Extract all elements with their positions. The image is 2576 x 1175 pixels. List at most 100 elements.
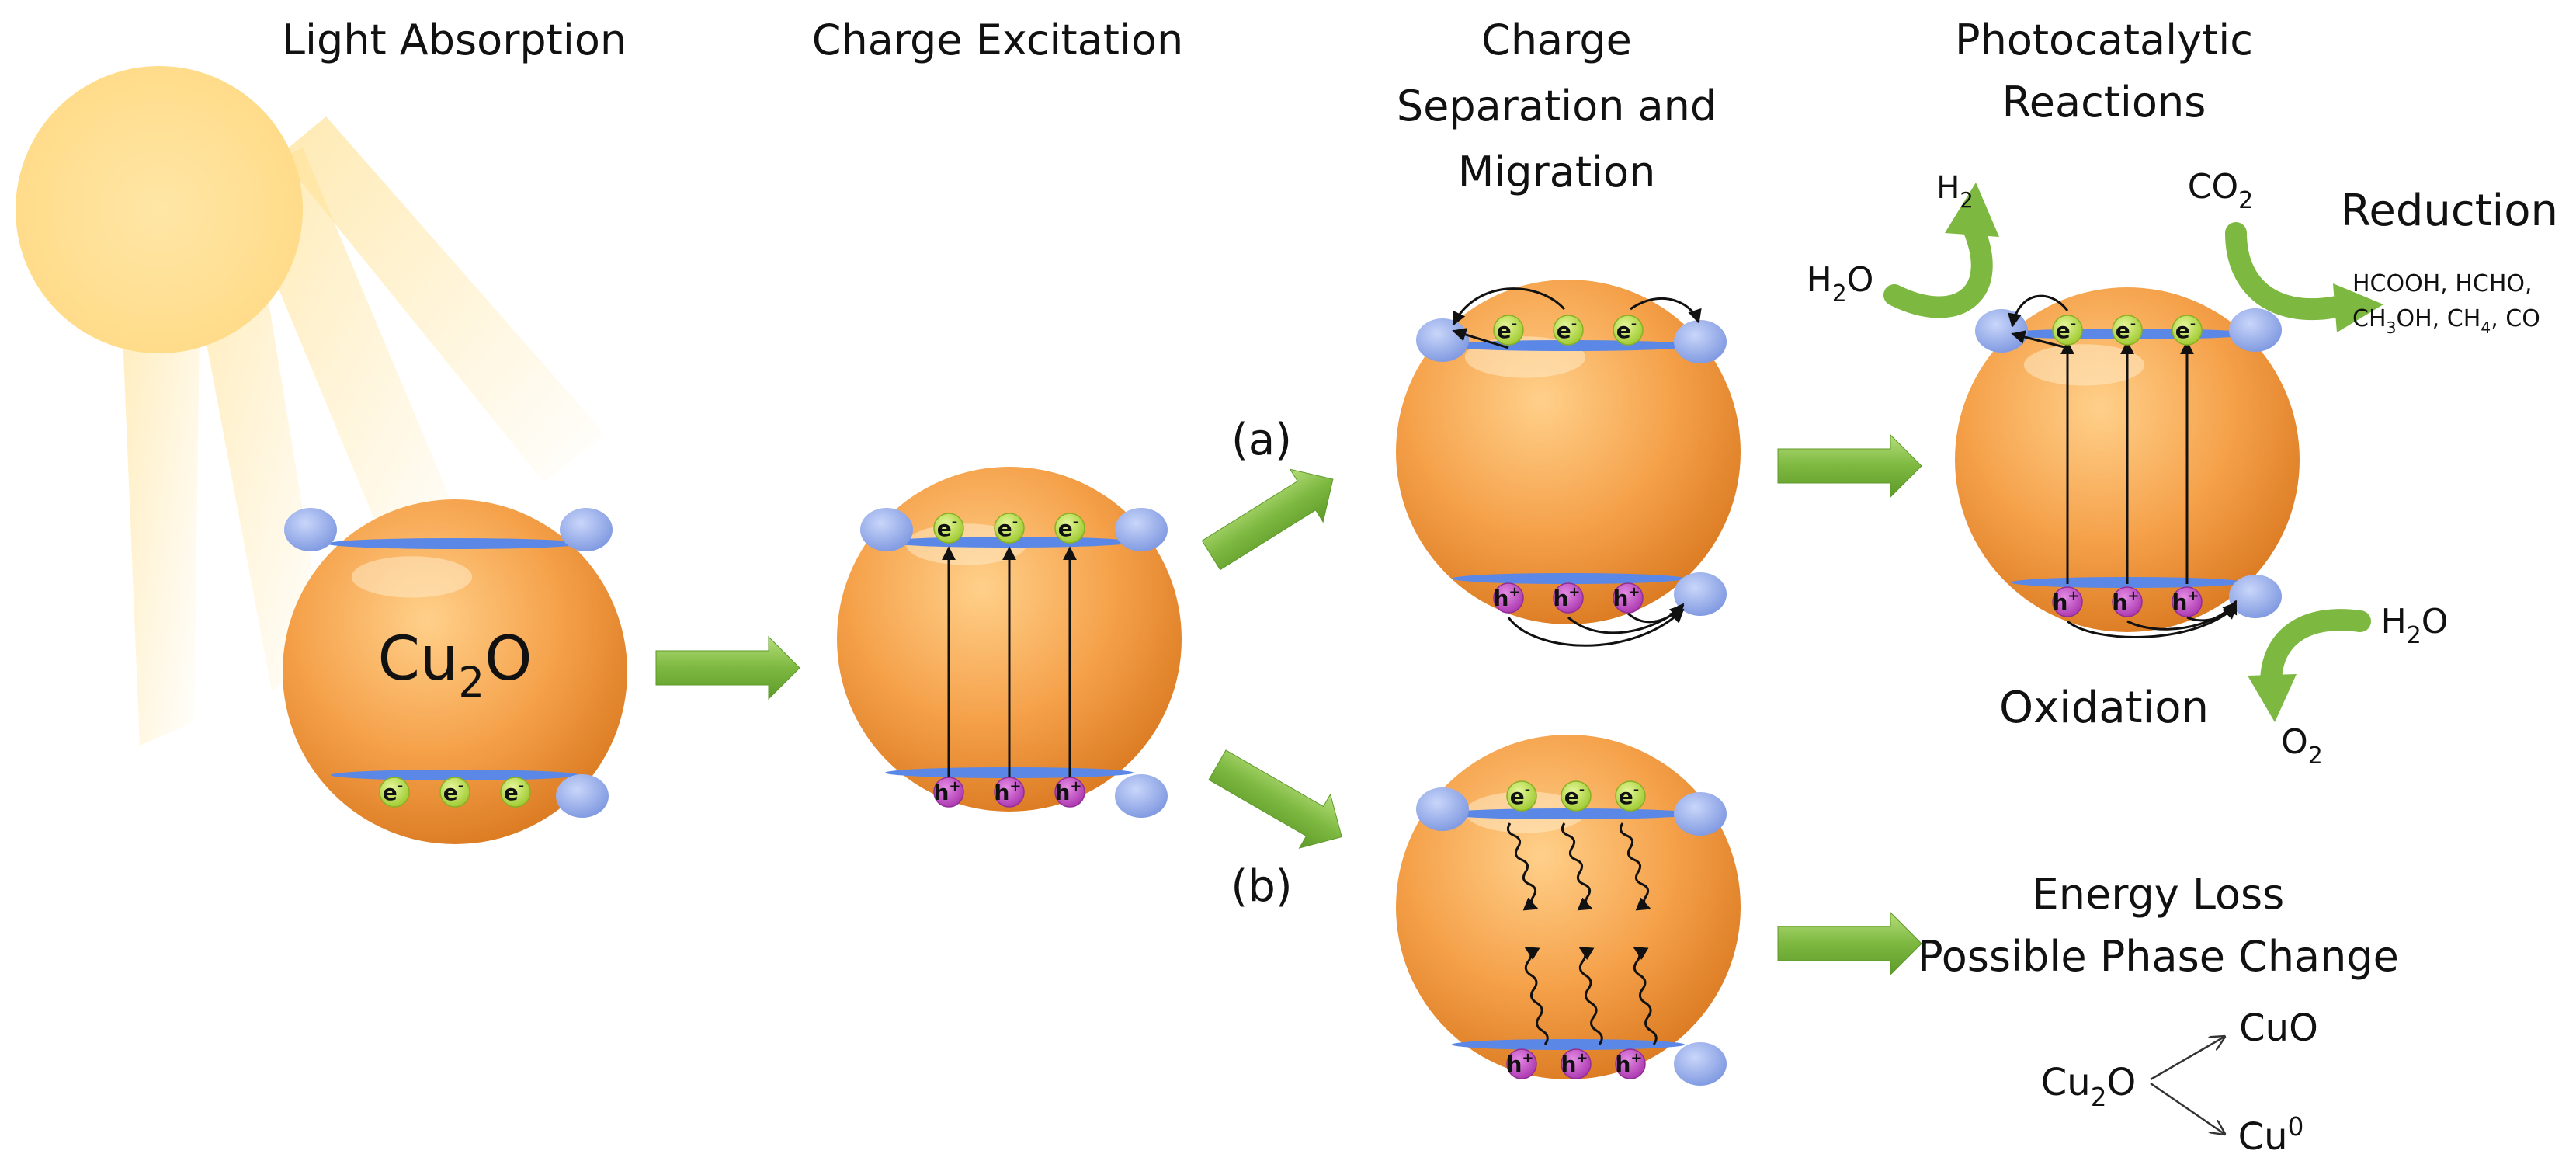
oxidation-label: Oxidation [1999,683,2209,733]
carrier-label: e- [443,778,463,805]
particle-recombination: e-e-e-h+h+h+ [1396,735,1741,1086]
electron: e- [1493,315,1524,346]
arrow-recombination-to-loss [1777,911,1922,976]
h2o-reactant-label: H2O [1807,260,1874,308]
cocatalyst-particle [1115,774,1168,818]
carrier-label: e- [998,514,1018,541]
phase-source-label: Cu2O [2041,1061,2136,1112]
carrier-label: h+ [1054,778,1081,805]
energy-band [1440,808,1696,819]
recombination-arrow [1561,822,1593,911]
electron: e- [1553,315,1584,346]
phase-arrow-down [2150,1082,2224,1134]
carrier-label: e- [2116,316,2136,343]
phase-change-scheme: Cu2O CuO Cu0 [2041,1006,2318,1159]
carrier-label: e- [1564,782,1585,809]
recombination-arrow [1619,822,1651,911]
catalyst-label: Cu2O [377,624,532,707]
cocatalyst-particle [560,508,613,551]
carrier-label: e- [383,778,403,805]
arrow-separation-to-reaction [1777,433,1922,499]
co2-label: CO2 [2188,167,2253,214]
h2o-oxidation-label: H2O [2381,602,2449,649]
products-line-2: CH3OH, CH4, CO [2352,305,2540,337]
process-arrows [655,433,1922,976]
hole: h+ [1561,1048,1592,1079]
cocatalyst-particle [860,508,913,551]
carrier-label: e- [1497,316,1517,343]
electron-migration-arrow [1630,297,1702,324]
electron: e- [2172,315,2203,346]
carrier-label: e- [1058,514,1078,541]
carrier-label: h+ [1493,584,1520,611]
title-charge-separation-2: Separation and [1397,82,1717,130]
co2-to-products-arrowhead [2333,283,2383,332]
carrier-label: e- [1510,782,1530,809]
arrow-excitation-to-separation [1201,468,1334,571]
particle-highlight [2023,344,2145,386]
hole: h+ [2172,586,2203,617]
hole: h+ [933,777,964,808]
particles-layer: e-e-e-e-e-e-h+ h+ h+ e-e-e-h+ h+ h+ e-e-e-h+ h+… [283,280,2300,1086]
cocatalyst-particle [1674,572,1727,616]
cocatalyst-particle [1674,320,1727,363]
carrier-label: h+ [2052,588,2079,615]
pathway-b-label: (b) [1231,861,1292,912]
hole: h+ [1553,582,1584,614]
cocatalyst-particle [284,508,337,551]
hole-migration-arrow [2186,600,2238,622]
hole: h+ [2052,586,2083,617]
phase-change-label: Possible Phase Change [1918,932,2399,981]
sun [16,66,303,353]
particle-highlight [351,556,473,598]
electron: e- [439,777,470,808]
electron: e- [379,777,410,808]
title-charge-separation-3: Migration [1458,148,1656,196]
carrier-label: h+ [1561,1050,1588,1077]
hole: h+ [994,777,1025,808]
carrier-label: e- [504,778,524,805]
phase-arrow-up [2150,1037,2224,1081]
energy-band [1452,1039,1685,1050]
recombination-arrow [1506,822,1539,911]
arrow-excitation-to-recombination [1208,749,1342,849]
cocatalyst-particle [2229,575,2282,618]
electron: e- [2112,315,2143,346]
carrier-label: e- [2056,316,2076,343]
sun-group [16,66,606,746]
h2o-to-h2-arrowhead [1945,183,1999,237]
electron: e- [994,513,1025,544]
recombination-arrow [1633,946,1658,1045]
electron: e- [500,777,531,808]
hole: h+ [1506,1048,1537,1079]
title-charge-separation-1: Charge [1481,16,1632,64]
energy-band [1452,573,1685,584]
carrier-label: h+ [1613,584,1640,611]
h2-label: H2 [1936,170,1973,213]
electron-migration-arrow [2011,330,2068,349]
cocatalyst-particle [1674,1042,1727,1086]
carrier-label: e- [1616,316,1637,343]
hole: h+ [1615,1048,1646,1079]
electron-migration-arrow [1452,328,1509,349]
cocatalyst-particle [1674,792,1727,836]
electron: e- [1613,315,1644,346]
carrier-label: h+ [2112,588,2139,615]
carrier-label: h+ [1506,1050,1533,1077]
h2o-to-o2-arrow [2260,609,2371,694]
hole-migration-arrow [1627,603,1685,624]
hole: h+ [1054,777,1085,808]
particle-charge-separation: e-e-e-h+ h+ h+ [1396,280,1741,647]
hole: h+ [2112,586,2143,617]
products-line-1: HCOOH, HCHO, [2352,270,2533,297]
recombination-arrow [1524,946,1549,1045]
o2-label: O2 [2281,722,2323,770]
arrow-absorption-to-excitation [655,635,800,700]
h2o-to-h2-arrow [1883,214,1993,318]
cocatalyst-particle [1115,508,1168,551]
title-photocatalytic-2: Reactions [2002,78,2206,127]
hole: h+ [1493,582,1524,614]
electron: e- [2052,315,2083,346]
